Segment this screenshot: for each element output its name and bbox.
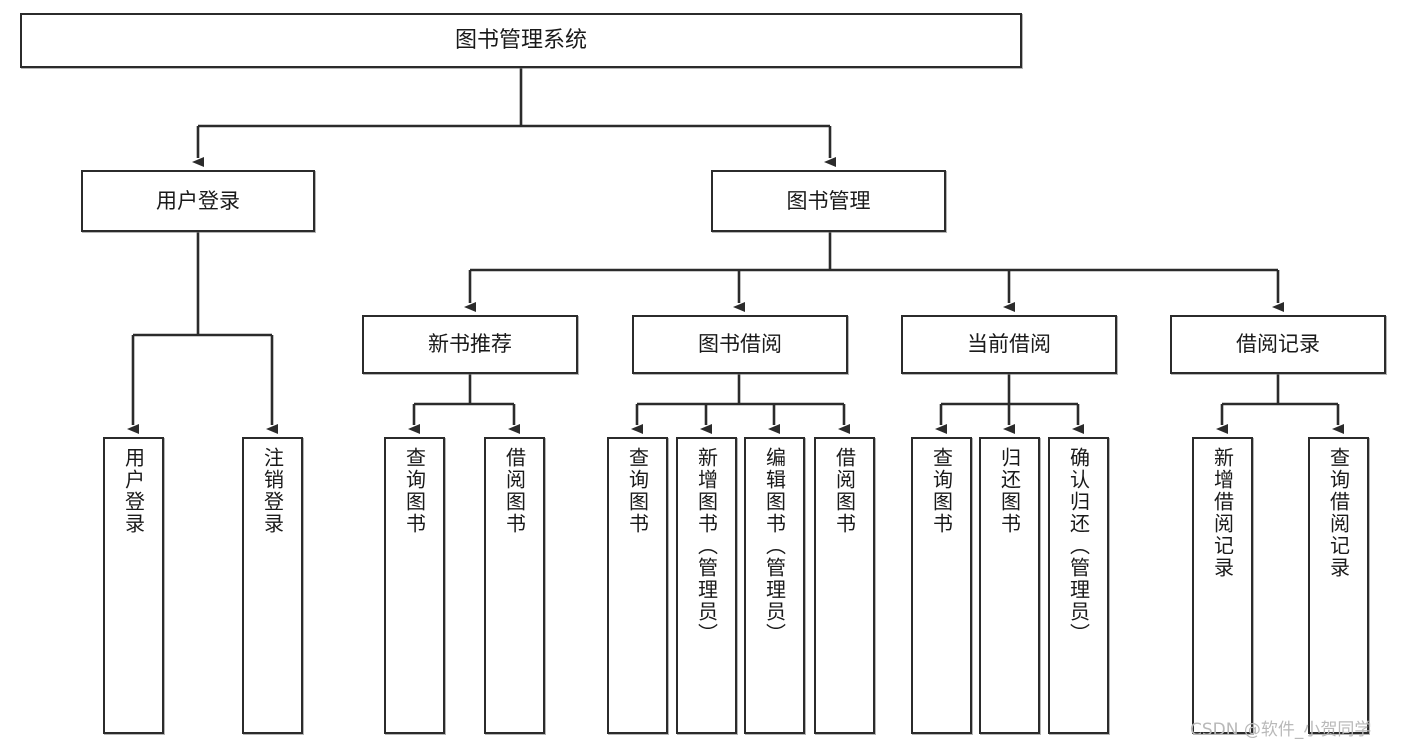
- leaf-add-borrow-record[interactable]: 新增借阅记录: [1192, 437, 1253, 734]
- node-book-manage[interactable]: 图书管理: [711, 170, 946, 232]
- node-label: 编辑图书（管理员）: [762, 447, 787, 645]
- leaf-user-logout[interactable]: 注销登录: [242, 437, 303, 734]
- leaf-query-borrow-record[interactable]: 查询借阅记录: [1308, 437, 1369, 734]
- leaf-query-book-new[interactable]: 查询图书: [384, 437, 445, 734]
- node-new-book-recommend[interactable]: 新书推荐: [362, 315, 578, 374]
- node-user-login[interactable]: 用户登录: [81, 170, 315, 232]
- node-label: 用户登录: [156, 188, 240, 213]
- node-label: 借阅记录: [1236, 332, 1320, 357]
- leaf-edit-book-admin[interactable]: 编辑图书（管理员）: [744, 437, 805, 734]
- node-label: 查询图书: [625, 447, 650, 535]
- node-label: 新增借阅记录: [1210, 447, 1235, 579]
- node-label: 查询借阅记录: [1326, 447, 1351, 579]
- node-label: 新书推荐: [428, 332, 512, 357]
- leaf-borrow-book[interactable]: 借阅图书: [814, 437, 875, 734]
- leaf-query-book-borrow[interactable]: 查询图书: [607, 437, 668, 734]
- node-book-borrow[interactable]: 图书借阅: [632, 315, 848, 374]
- leaf-add-book-admin[interactable]: 新增图书（管理员）: [676, 437, 737, 734]
- csdn-watermark: CSDN @软件_小贺同学: [1190, 720, 1372, 740]
- leaf-query-book-current[interactable]: 查询图书: [911, 437, 972, 734]
- node-label: 查询图书: [929, 447, 954, 535]
- node-label: 图书借阅: [698, 332, 782, 357]
- leaf-borrow-book-new[interactable]: 借阅图书: [484, 437, 545, 734]
- node-label: 归还图书: [997, 447, 1022, 535]
- node-label: 新增图书（管理员）: [694, 447, 719, 645]
- leaf-user-login[interactable]: 用户登录: [103, 437, 164, 734]
- node-current-borrow[interactable]: 当前借阅: [901, 315, 1117, 374]
- node-root-system[interactable]: 图书管理系统: [20, 13, 1022, 68]
- leaf-confirm-return-admin[interactable]: 确认归还（管理员）: [1048, 437, 1109, 734]
- leaf-return-book[interactable]: 归还图书: [979, 437, 1040, 734]
- node-label: 借阅图书: [502, 447, 527, 535]
- node-borrow-record[interactable]: 借阅记录: [1170, 315, 1386, 374]
- node-label: 借阅图书: [832, 447, 857, 535]
- node-label: 图书管理系统: [454, 27, 587, 53]
- node-label: 图书管理: [786, 188, 871, 213]
- node-label: 查询图书: [402, 447, 427, 535]
- node-label: 用户登录: [121, 447, 146, 535]
- node-label: 注销登录: [260, 447, 285, 535]
- node-label: 当前借阅: [967, 332, 1051, 357]
- node-label: 确认归还（管理员）: [1066, 447, 1091, 645]
